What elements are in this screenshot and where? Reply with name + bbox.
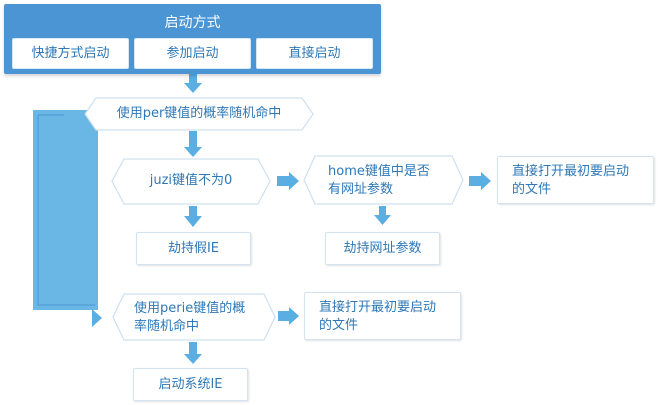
loop-connector-inner <box>37 114 95 306</box>
open-initial-file-2-line1: 直接打开最初要启动 <box>319 300 437 315</box>
home-decision-hexagon <box>303 155 464 205</box>
arrow-juzi-to-fakeie <box>184 206 202 227</box>
hijack-url-param-box: 劫持网址参数 <box>325 232 440 265</box>
hijack-fake-ie-box: 劫持假IE <box>136 232 251 265</box>
arrow-perie-to-open <box>278 307 299 325</box>
arrow-home-to-url <box>374 206 391 225</box>
perie-decision-hexagon <box>112 293 276 341</box>
shortcut-start-button[interactable]: 快捷方式启动 <box>12 38 129 69</box>
arrow-juzi-to-home <box>277 172 299 190</box>
open-initial-file-2-line2: 的文件 <box>319 318 359 333</box>
arrow-perie-to-sysie <box>184 342 202 364</box>
perie-decision-label-line1: 使用perie键值的概 <box>134 301 246 316</box>
direct-start-button[interactable]: 直接启动 <box>256 38 373 69</box>
open-initial-file-box-1: 直接打开最初要启动 的文件 <box>497 156 654 204</box>
param-start-button[interactable]: 参加启动 <box>134 38 251 69</box>
startup-mode-title: 启动方式 <box>164 15 221 31</box>
start-system-ie-box: 启动系统IE <box>133 368 248 401</box>
loop-connector <box>33 110 98 310</box>
juzi-decision-hexagon <box>111 158 271 205</box>
perie-decision-label-line2: 率随机命中 <box>134 319 200 334</box>
home-decision-label-line1: home键值中是否 <box>328 164 430 179</box>
open-initial-file-box-2: 直接打开最初要启动 的文件 <box>304 292 461 340</box>
per-decision-hexagon <box>84 97 314 131</box>
arrow-header-to-per <box>184 74 202 93</box>
arrow-home-to-open <box>469 172 491 190</box>
per-decision-label: 使用per键值的概率随机命中 <box>116 106 282 121</box>
loop-arrowhead <box>92 309 102 327</box>
open-initial-file-1-line1: 直接打开最初要启动 <box>512 164 630 179</box>
arrow-per-to-juzi <box>184 131 202 157</box>
open-initial-file-1-line2: 的文件 <box>512 182 552 197</box>
juzi-decision-label: juzi键值不为0 <box>149 173 233 188</box>
home-decision-label-line2: 有网址参数 <box>328 182 394 197</box>
